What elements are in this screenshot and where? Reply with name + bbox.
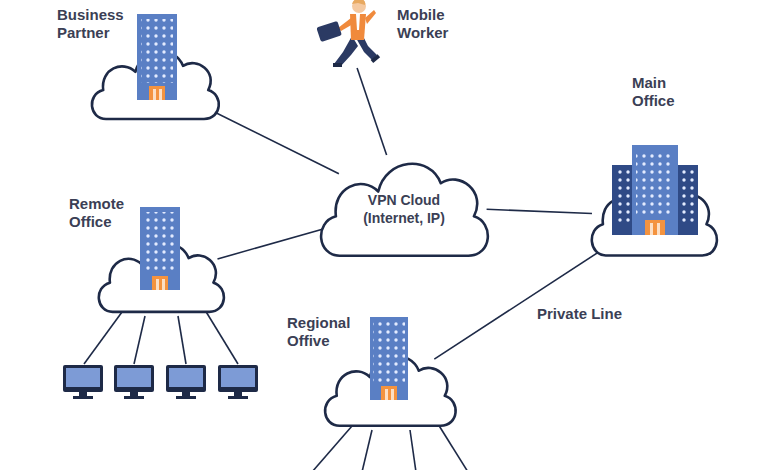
link-label: Private Line [534,304,625,323]
main-office-cloud: Main Office [585,170,723,262]
regional-office-cloud: Regional Offive [318,344,462,432]
cloud-outline [85,40,225,125]
node-label: Mobile Worker [397,6,475,42]
building-icon [140,207,180,290]
vpn-cloud: VPN Cloud (Internet, IP) [312,148,496,264]
office-towers [612,145,698,235]
network-link [487,209,592,213]
cloud-title: VPN Cloud (Internet, IP) [345,185,463,227]
network-link [218,227,329,259]
building-icon [370,317,408,400]
network-link [204,107,339,174]
cloud-text-area: VPN Cloud (Internet, IP) [312,148,496,264]
node-label: Business Partner [57,6,135,42]
building-icon [137,14,177,100]
network-link [357,68,387,155]
computer-monitors [63,365,258,399]
running-person [316,0,380,67]
cloud-outline [585,170,723,262]
remote-office-cloud: Remote Office [92,232,230,318]
partner-cloud: Business Partner [85,40,225,125]
node-label: Remote Office [69,195,147,231]
mobile-worker: Mobile Worker [308,0,383,68]
node-label: Main Office [632,74,710,110]
node-label: Regional Offive [287,314,365,350]
network-link [434,245,609,359]
cloud-outline [318,344,462,432]
cloud-outline [92,232,230,318]
